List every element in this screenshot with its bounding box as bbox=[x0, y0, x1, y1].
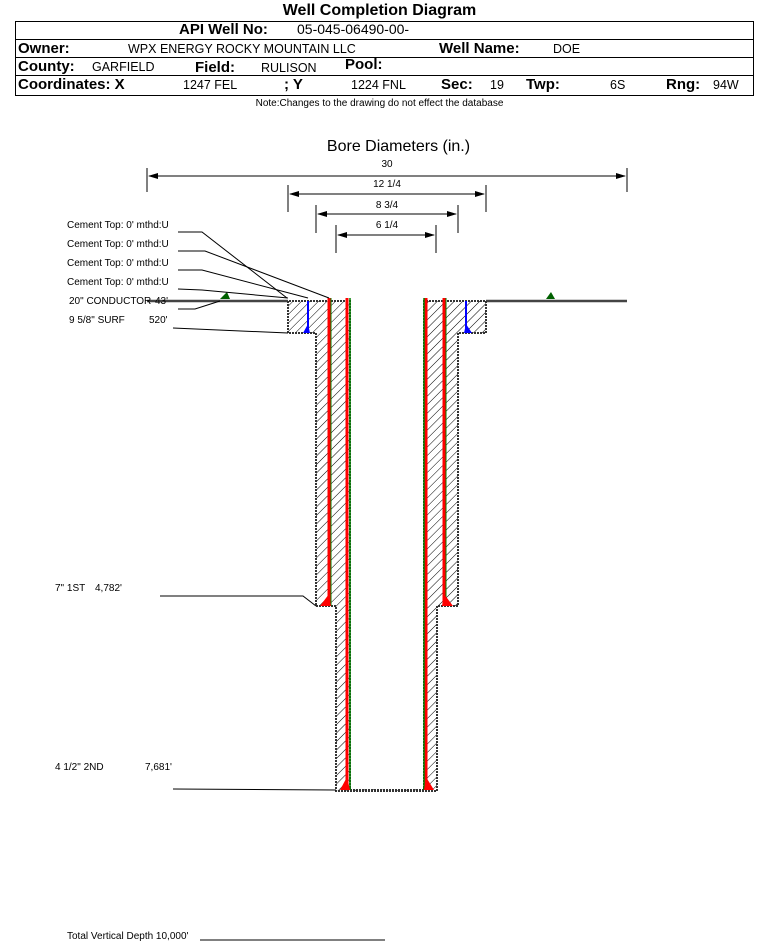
coord-x-value: 1247 FEL bbox=[183, 78, 238, 92]
well-name-label: Well Name: bbox=[439, 40, 520, 57]
sec-label: Sec: bbox=[441, 76, 473, 93]
leader-lines bbox=[160, 231, 385, 941]
twp-label: Twp: bbox=[526, 76, 560, 93]
coord-y-label: ; Y bbox=[284, 76, 303, 93]
field-label: Field: bbox=[195, 59, 235, 76]
casing-name: 9 5/8" SURF bbox=[69, 315, 125, 326]
api-value: 05-045-06490-00- bbox=[297, 21, 410, 37]
casing-name: 4 1/2" 2ND bbox=[55, 762, 104, 773]
ground-marker-icon bbox=[220, 292, 230, 299]
header-table: API Well No: 05-045-06490-00- Owner: WPX… bbox=[15, 21, 754, 96]
cement-top-label: Cement Top: 0' mthd:U bbox=[67, 239, 169, 250]
casing-name: 7" 1ST bbox=[55, 583, 86, 594]
api-label: API Well No: bbox=[179, 21, 268, 38]
rng-value: 94W bbox=[713, 78, 739, 92]
rng-label: Rng: bbox=[666, 76, 701, 93]
total-vertical-depth: Total Vertical Depth 10,000' bbox=[67, 931, 189, 942]
county-value: GARFIELD bbox=[92, 60, 155, 74]
cement-top-label: Cement Top: 0' mthd:U bbox=[67, 277, 169, 288]
owner-label: Owner: bbox=[18, 40, 70, 57]
county-label: County: bbox=[18, 58, 75, 75]
ground-marker-icon bbox=[546, 292, 555, 299]
coord-x-label: Coordinates: X bbox=[18, 76, 125, 93]
diameter-label: 12 1/4 bbox=[373, 179, 401, 190]
pool-label: Pool: bbox=[345, 56, 383, 73]
casing-depth: 7,681' bbox=[145, 762, 172, 773]
owner-value: WPX ENERGY ROCKY MOUNTAIN LLC bbox=[128, 42, 356, 56]
page-title: Well Completion Diagram bbox=[282, 2, 477, 19]
casing-depth: 4,782' bbox=[95, 583, 122, 594]
casing-depth: 43' bbox=[155, 296, 169, 307]
dimension-12-1-4 bbox=[287, 185, 487, 212]
twp-value: 6S bbox=[610, 78, 626, 92]
casing-name: 20" CONDUCTOR bbox=[69, 296, 152, 307]
diameter-label: 6 1/4 bbox=[375, 220, 399, 231]
field-value: RULISON bbox=[261, 61, 317, 75]
dimension-6-1-4 bbox=[335, 225, 437, 253]
sec-value: 19 bbox=[490, 78, 504, 92]
diameter-label: 30 bbox=[381, 159, 393, 170]
cement-top-label: Cement Top: 0' mthd:U bbox=[67, 258, 169, 269]
dimension-30 bbox=[146, 168, 628, 192]
casing-depth: 520' bbox=[149, 315, 168, 326]
bore-diameters-title: Bore Diameters (in.) bbox=[326, 138, 471, 155]
cement-top-label: Cement Top: 0' mthd:U bbox=[67, 220, 169, 231]
dimension-8-3-4 bbox=[315, 205, 459, 233]
note: Note:Changes to the drawing do not effec… bbox=[255, 98, 504, 109]
well-name-value: DOE bbox=[553, 42, 581, 56]
coord-y-value: 1224 FNL bbox=[351, 78, 406, 92]
diameter-label: 8 3/4 bbox=[375, 200, 399, 211]
